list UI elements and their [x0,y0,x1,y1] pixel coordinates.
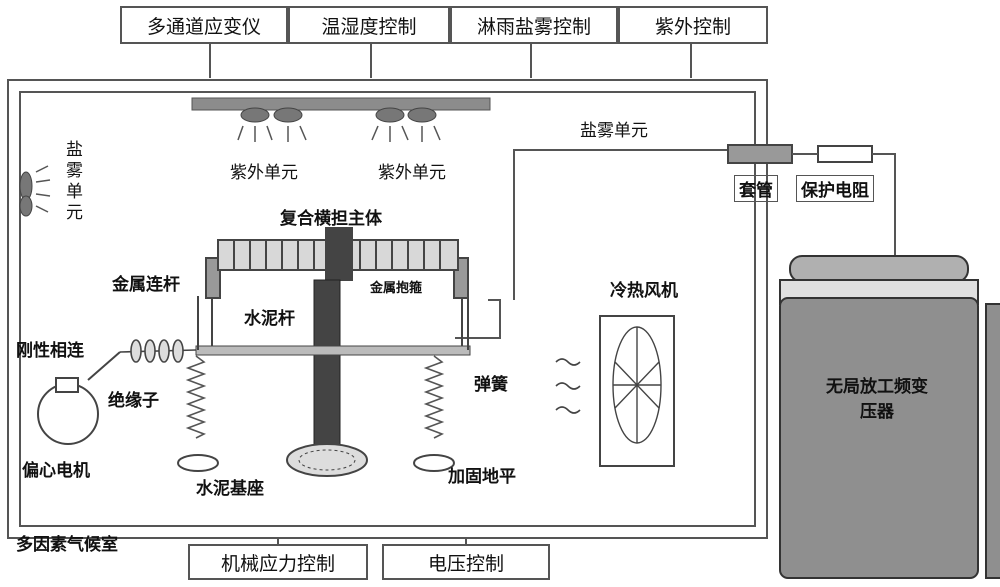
airflow-waves [555,358,581,414]
side-fog-nozzle [19,171,33,217]
label-uv-unit-1: 紫外单元 [230,163,298,183]
motor-link [87,351,121,381]
transformer-wiring [792,153,896,258]
uv-lamp-group-1 [240,107,303,123]
label-metal-link: 金属连杆 [112,275,180,295]
label-protective-resistor: 保护电阻 [796,175,874,202]
control-box-mechanical-stress: 机械应力控制 [188,544,368,580]
control-box-rain-salt-fog: 淋雨盐雾控制 [450,6,618,44]
uv-lamp-bar [191,97,491,111]
side-fog-spray [35,165,51,213]
uv-rays [237,125,441,142]
cement-pole [313,279,341,469]
chamber-wall [7,79,768,539]
label-cement-base: 水泥基座 [196,479,264,499]
label-composite-crossarm: 复合横担主体 [280,209,382,229]
bracket-uprights [197,296,469,350]
label-reinforced-ground: 加固地平 [448,467,516,487]
label-cement-pole: 水泥杆 [244,309,295,329]
control-box-voltage: 电压控制 [382,544,550,580]
transformer-body [779,255,1000,579]
springs [185,355,445,439]
bushing [727,144,793,164]
insulator-string [119,339,197,363]
spring-base-right [413,454,455,472]
label-hot-cold-fan: 冷热风机 [610,281,678,301]
fan-compartment [513,149,755,300]
label-transformer: 无局放工频变压器 [826,377,928,422]
label-salt-fog-unit-top: 盐雾单元 [580,121,648,141]
spring-base-left [177,454,219,472]
label-salt-fog-unit-side: 盐雾单元 [62,140,82,224]
bracket-beam [195,345,471,356]
top-connectors [209,44,692,78]
eccentric-motor-shape [37,377,99,445]
pole-base [286,443,368,477]
protective-resistor [817,145,873,163]
control-box-temp-humidity: 温湿度控制 [288,6,450,44]
label-metal-hoop: 金属抱箍 [370,281,423,296]
label-eccentric-motor: 偏心电机 [22,461,90,481]
label-rigid-connection: 刚性相连 [16,341,84,361]
uv-lamp-group-2 [375,107,437,123]
control-box-uv: 紫外控制 [618,6,768,44]
crossarm-assembly [205,227,469,352]
label-uv-unit-2: 紫外单元 [378,163,446,183]
label-spring: 弹簧 [474,375,508,395]
label-insulator: 绝缘子 [108,391,159,411]
fan-blades [612,326,662,444]
label-chamber: 多因素气候室 [16,535,118,555]
control-box-strain-meter: 多通道应变仪 [120,6,288,44]
label-bushing: 套管 [734,175,778,202]
fan-duct [455,299,501,339]
